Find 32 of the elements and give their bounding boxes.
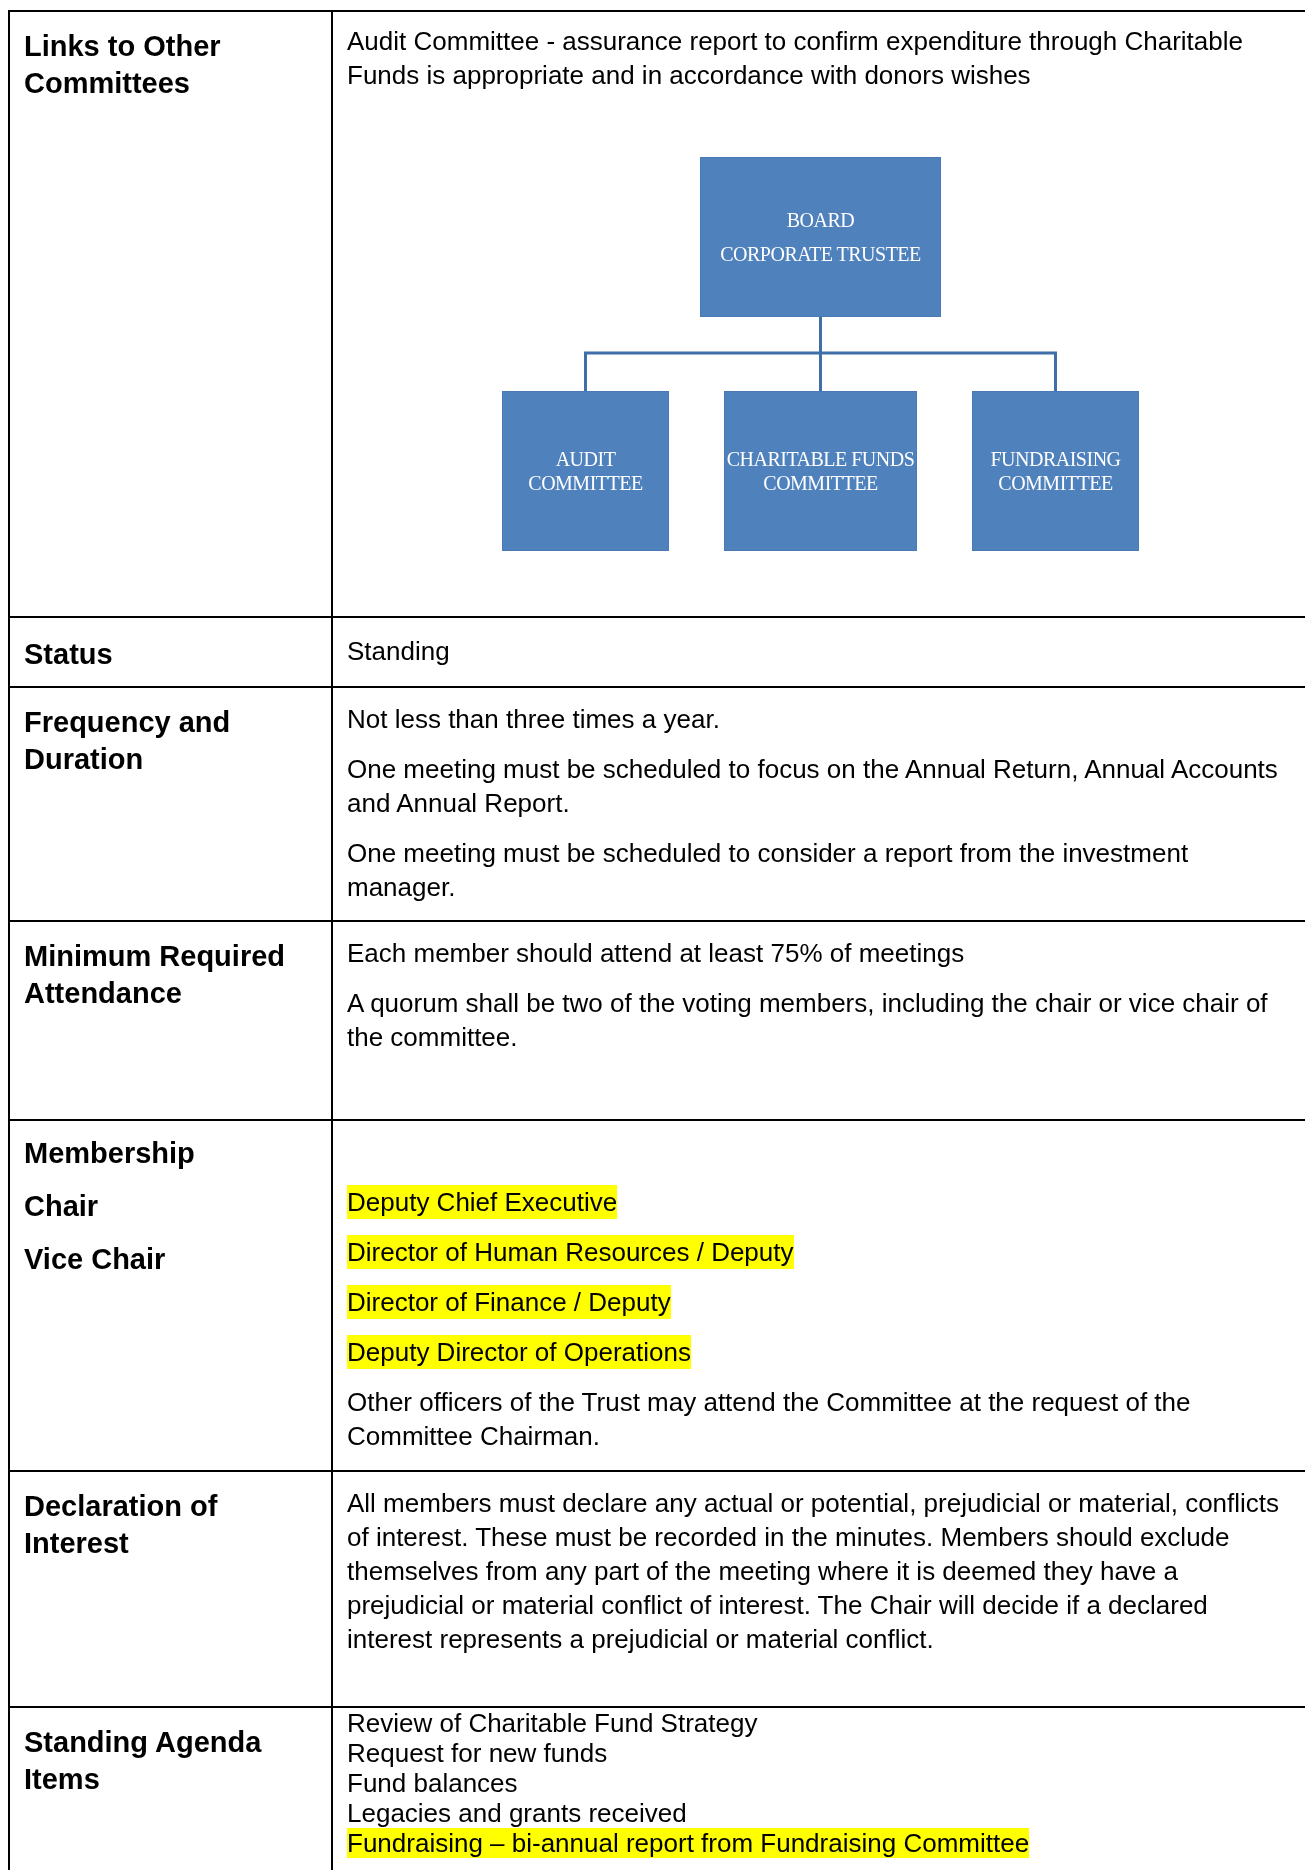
- row-heading: Declaration of Interest: [24, 1489, 219, 1561]
- cell-text: Audit Committee - assurance report to confirm expenditure through Charitable Funds is appropriate and in accordance with donors wishes: [347, 25, 1244, 92]
- cell-text: Review of Charitable Fund Strategy: [347, 1708, 759, 1738]
- org-chart-box: CHARITABLE FUNDS COMMITTEE: [724, 391, 917, 551]
- row-heading: Chair: [24, 1189, 100, 1224]
- highlighted-text: Deputy Chief Executive: [347, 1185, 618, 1219]
- cell-text: A quorum shall be two of the voting members, including the chair or vice chair of the committee.: [347, 987, 1269, 1054]
- cell-text: One meeting must be scheduled to focus on the Annual Return, Annual Accounts and Annual Report.: [347, 753, 1279, 820]
- cell-text: Fund balances: [347, 1768, 519, 1798]
- highlighted-text: Fundraising – bi-annual report from Fundraising Committee: [347, 1828, 1030, 1858]
- row-heading: Membership: [24, 1136, 196, 1171]
- highlighted-text: Deputy Director of Operations: [347, 1335, 691, 1369]
- cell-text: Request for new funds: [347, 1738, 609, 1768]
- org-chart-box: BOARD CORPORATE TRUSTEE: [700, 157, 941, 317]
- cell-text: Each member should attend at least 75% of meetings: [347, 937, 966, 970]
- connector-line: [819, 317, 1057, 391]
- highlighted-text: Director of Finance / Deputy: [347, 1285, 671, 1319]
- row-heading: Links to Other Committees: [24, 29, 222, 101]
- cell-text: Not less than three times a year.: [347, 703, 721, 736]
- cell-text: One meeting must be scheduled to consider a report from the investment manager.: [347, 837, 1190, 904]
- row-heading: Frequency and Duration: [24, 705, 232, 777]
- row-heading: Standing Agenda Items: [24, 1725, 263, 1797]
- row-heading: Minimum Required Attendance: [24, 939, 286, 1011]
- highlighted-text: Director of Human Resources / Deputy: [347, 1235, 794, 1269]
- cell-text: Legacies and grants received: [347, 1798, 688, 1828]
- row-heading: Vice Chair: [24, 1242, 167, 1277]
- row-heading: Status: [24, 637, 114, 672]
- cell-text: All members must declare any actual or potential, prejudicial or material, conflicts of interest. These must be recorded in the minutes. Members should exclude themselves from any part of the meeting where it is deemed they have a prejudicial or material conflict of interest. The Chair will decide if a declared interest represents a prejudicial or material conflict.: [347, 1487, 1281, 1656]
- cell-text: Other officers of the Trust may attend the Committee at the request of the Committee Chairman.: [347, 1386, 1192, 1453]
- org-chart-box: FUNDRAISING COMMITTEE: [972, 391, 1139, 551]
- org-chart-box: AUDIT COMMITTEE: [502, 391, 669, 551]
- cell-text: Standing: [347, 635, 451, 668]
